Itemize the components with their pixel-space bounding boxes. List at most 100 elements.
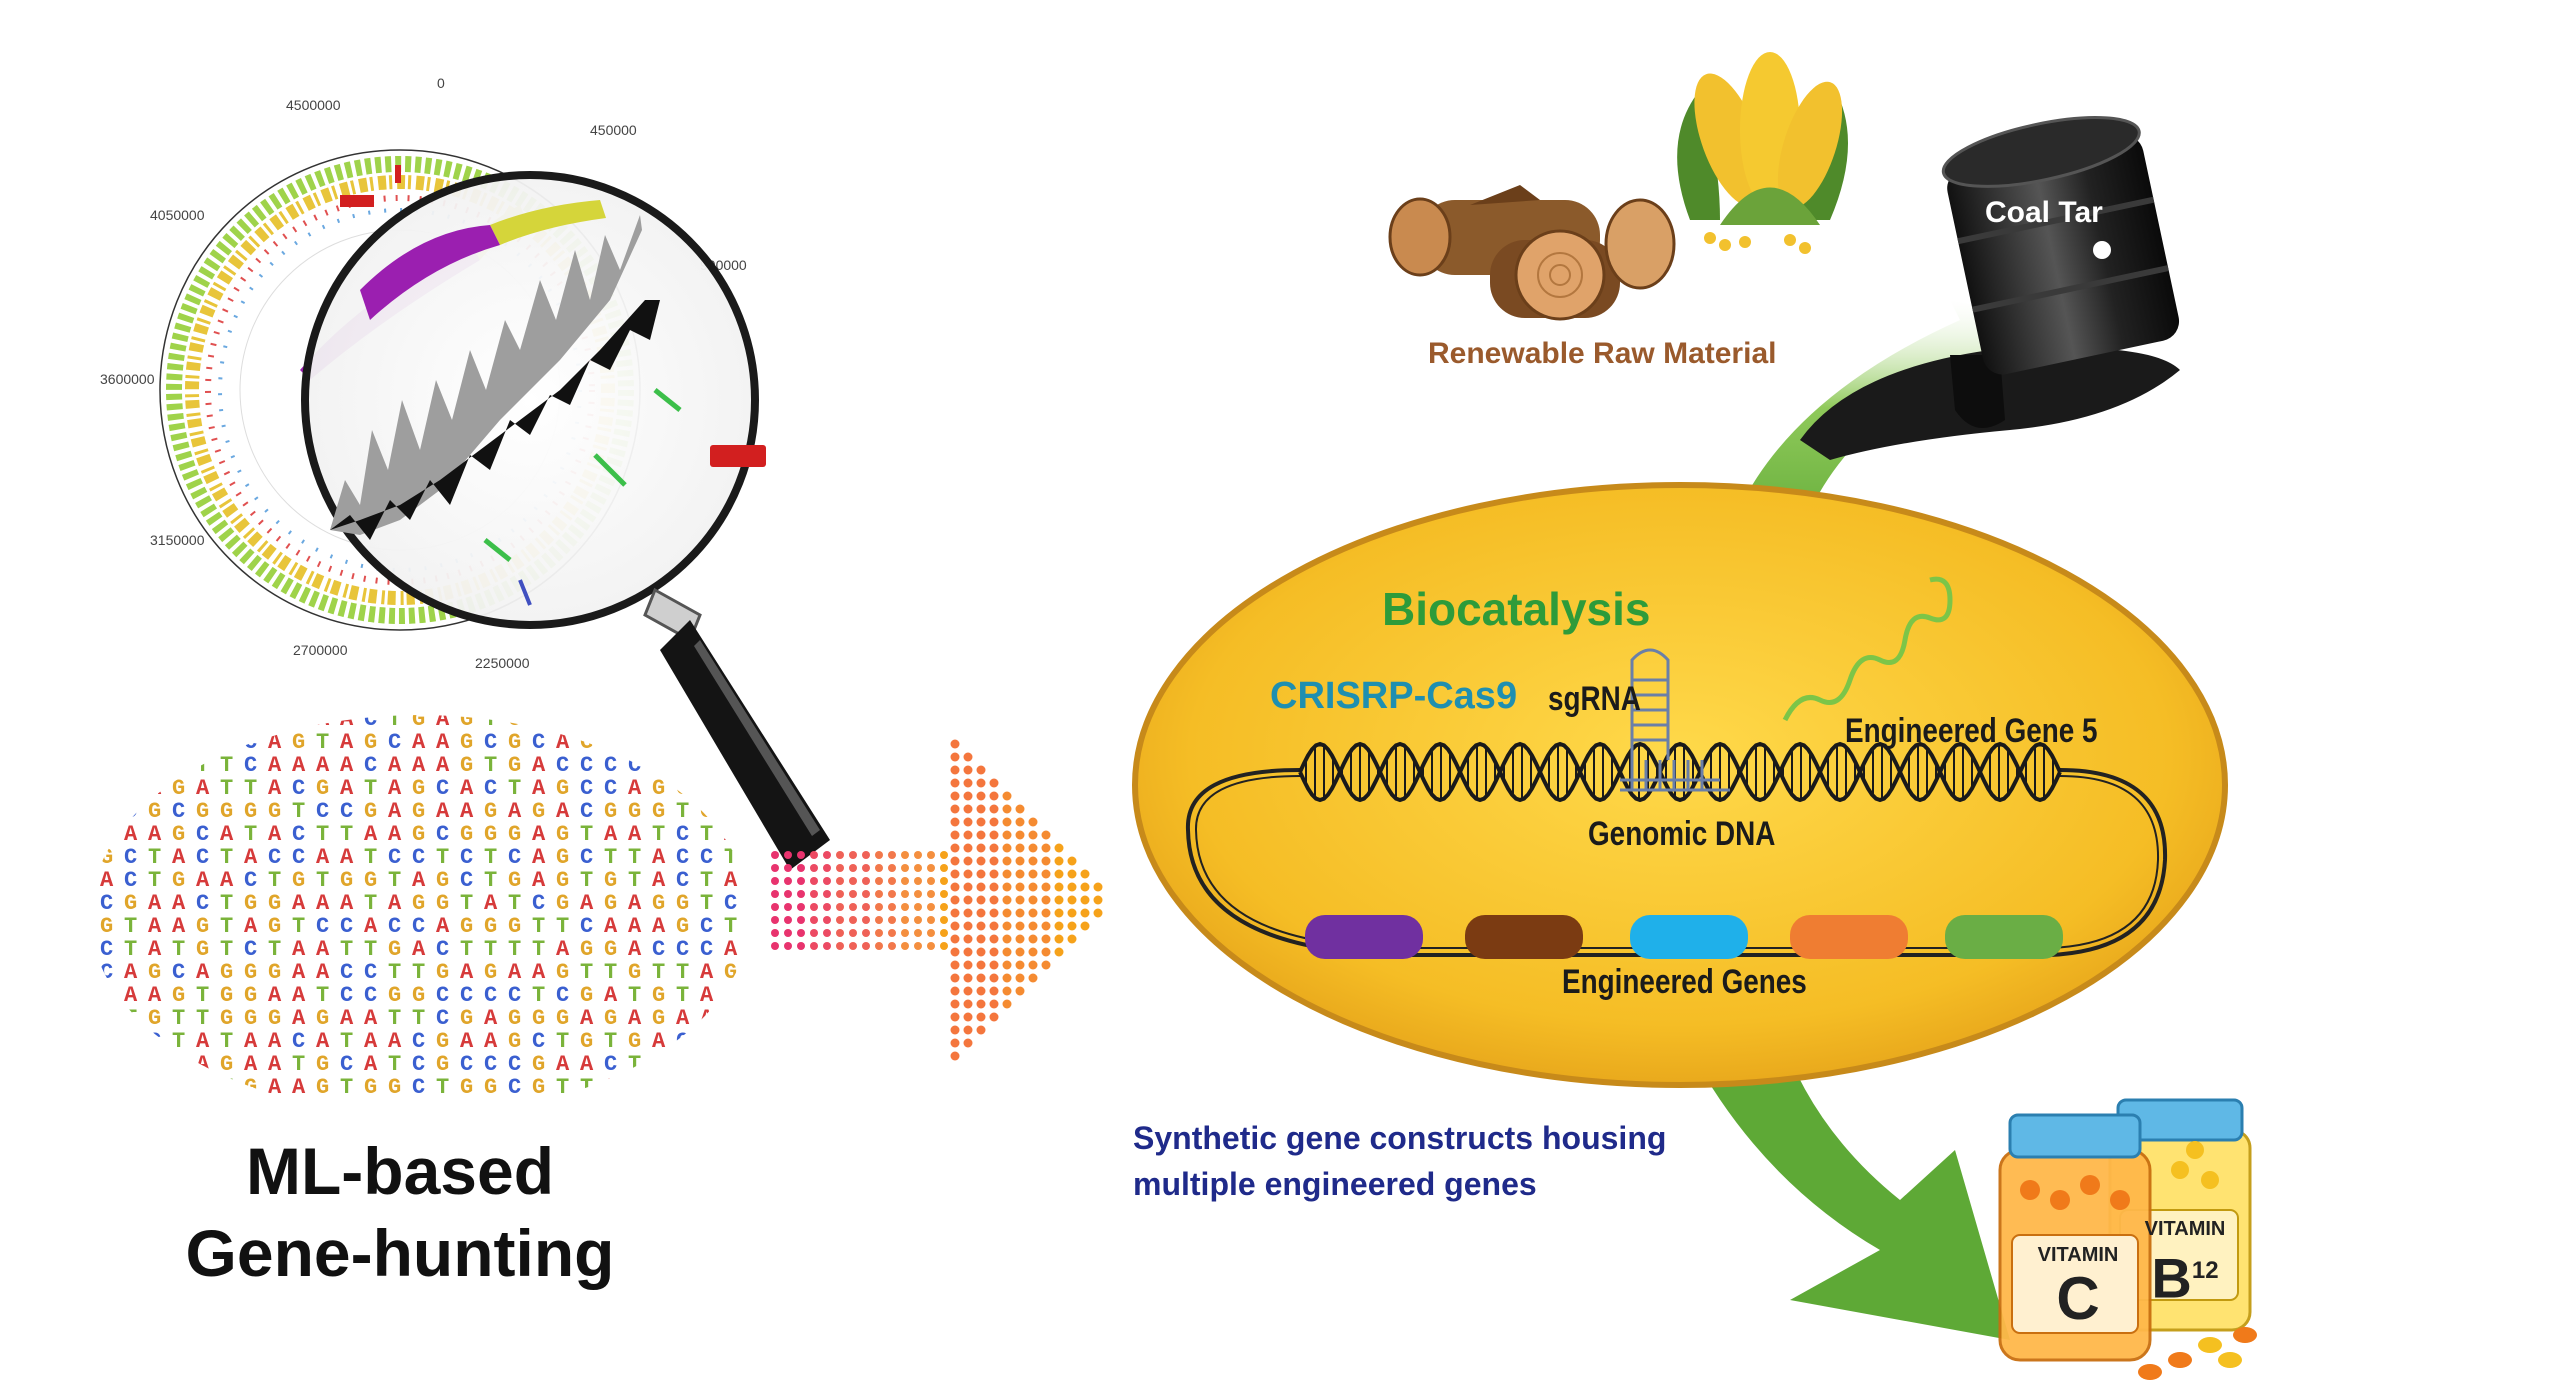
arrow-dot — [875, 903, 883, 911]
arrow-dot — [1067, 921, 1077, 931]
sequence-letter: T — [676, 753, 689, 778]
sequence-letter: A — [148, 983, 162, 1008]
sequence-letter: G — [652, 983, 665, 1008]
sequence-letter: G — [292, 730, 305, 755]
arrow-dot — [1015, 869, 1025, 879]
sequence-letter: A — [124, 730, 138, 755]
arrow-dot — [901, 877, 909, 885]
sequence-letter: C — [652, 937, 665, 962]
sequence-letter: A — [292, 753, 306, 778]
arrow-dot — [771, 903, 779, 911]
sequence-letter: C — [436, 983, 449, 1008]
arrow-dot — [1015, 908, 1025, 918]
sequence-letter: T — [604, 960, 617, 985]
sequence-letter: G — [436, 1029, 449, 1054]
arrow-dot — [914, 942, 922, 950]
arrow-dot — [976, 908, 986, 918]
sequence-letter: C — [676, 937, 689, 962]
sequence-letter: A — [196, 1052, 210, 1077]
sequence-letter: A — [556, 1052, 570, 1077]
sequence-letter: C — [412, 1052, 425, 1077]
sequence-letter: T — [484, 845, 497, 870]
arrow-dot — [1054, 947, 1064, 957]
arrow-dot — [989, 947, 999, 957]
vitamin-b12-label: VITAMIN B12 — [2130, 1218, 2240, 1309]
arrow-dot — [888, 851, 896, 859]
arrow-dot — [989, 895, 999, 905]
sequence-letter: G — [460, 822, 473, 847]
sequence-letter: G — [316, 1006, 329, 1031]
sequence-letter: C — [484, 1052, 497, 1077]
sequence-letter: A — [172, 891, 186, 916]
sequence-letter: G — [220, 799, 233, 824]
arrow-dot — [875, 864, 883, 872]
sequence-letter: A — [340, 707, 354, 732]
arrow-dot — [849, 851, 857, 859]
arrow-dot — [1067, 908, 1077, 918]
sequence-letter: T — [724, 845, 737, 870]
arrow-dot — [989, 882, 999, 892]
sequence-letter: G — [652, 1075, 665, 1100]
arrow-dot — [1028, 882, 1038, 892]
sequence-letter: C — [292, 822, 305, 847]
sequence-letter: G — [100, 914, 113, 939]
arrow-dot — [950, 986, 960, 996]
arrow-dot — [1002, 843, 1012, 853]
sequence-letter: T — [124, 1006, 137, 1031]
arrow-dot — [836, 877, 844, 885]
arrow-dot — [1015, 804, 1025, 814]
sequence-letter: G — [244, 1006, 257, 1031]
sequence-letter: G — [244, 707, 257, 732]
sequence-letter: C — [244, 730, 257, 755]
sequence-letter: A — [460, 799, 474, 824]
sequence-letter: A — [628, 730, 642, 755]
arrow-dot — [950, 778, 960, 788]
sequence-letter: T — [340, 937, 353, 962]
arrow-dot — [1093, 882, 1103, 892]
sequence-letter: T — [676, 799, 689, 824]
sequence-letter: T — [316, 730, 329, 755]
sequence-letter: T — [148, 730, 161, 755]
sequence-letter: G — [460, 730, 473, 755]
sequence-letter: A — [532, 776, 546, 801]
sequence-letter: A — [196, 1075, 210, 1100]
sequence-letter: A — [292, 1075, 306, 1100]
sequence-letter: T — [196, 983, 209, 1008]
sequence-letter: A — [580, 1006, 594, 1031]
arrow-dot — [976, 986, 986, 996]
sequence-letter: A — [268, 753, 282, 778]
arrow-dot — [1041, 856, 1051, 866]
arrow-dot — [940, 929, 948, 937]
arrow-dot — [1028, 934, 1038, 944]
green-output-arrow — [1690, 1000, 2010, 1340]
arrow-dot — [823, 942, 831, 950]
arrow-dot — [1028, 817, 1038, 827]
engineered-gene-1 — [1305, 915, 1423, 959]
arrow-dot — [963, 895, 973, 905]
arrow-dot — [940, 851, 948, 859]
sequence-letter: A — [604, 914, 618, 939]
sequence-letter: C — [100, 1006, 113, 1031]
sequence-letter: C — [292, 776, 305, 801]
sequence-letter: G — [244, 983, 257, 1008]
arrow-dot — [989, 1012, 999, 1022]
dna-sequence-oval: ATGGATGCTAACTGAGTGTAGGCCGACGATTAGCAGTAGC… — [100, 707, 738, 1100]
sequence-letter: T — [484, 707, 497, 732]
sequence-letter: G — [220, 730, 233, 755]
arrow-dot — [950, 739, 960, 749]
sequence-letter: G — [268, 799, 281, 824]
tick-3150000: 3150000 — [150, 532, 205, 548]
sequence-letter: A — [484, 1006, 498, 1031]
sequence-letter: G — [556, 845, 569, 870]
arrow-dot — [989, 791, 999, 801]
arrow-dot — [963, 947, 973, 957]
arrow-dot — [797, 916, 805, 924]
arrow-dot — [836, 929, 844, 937]
arrow-dot — [976, 934, 986, 944]
sequence-letter: C — [652, 1052, 665, 1077]
sequence-letter: G — [628, 1029, 641, 1054]
arrow-dot — [963, 765, 973, 775]
sequence-letter: G — [484, 799, 497, 824]
sequence-letter: T — [484, 753, 497, 778]
